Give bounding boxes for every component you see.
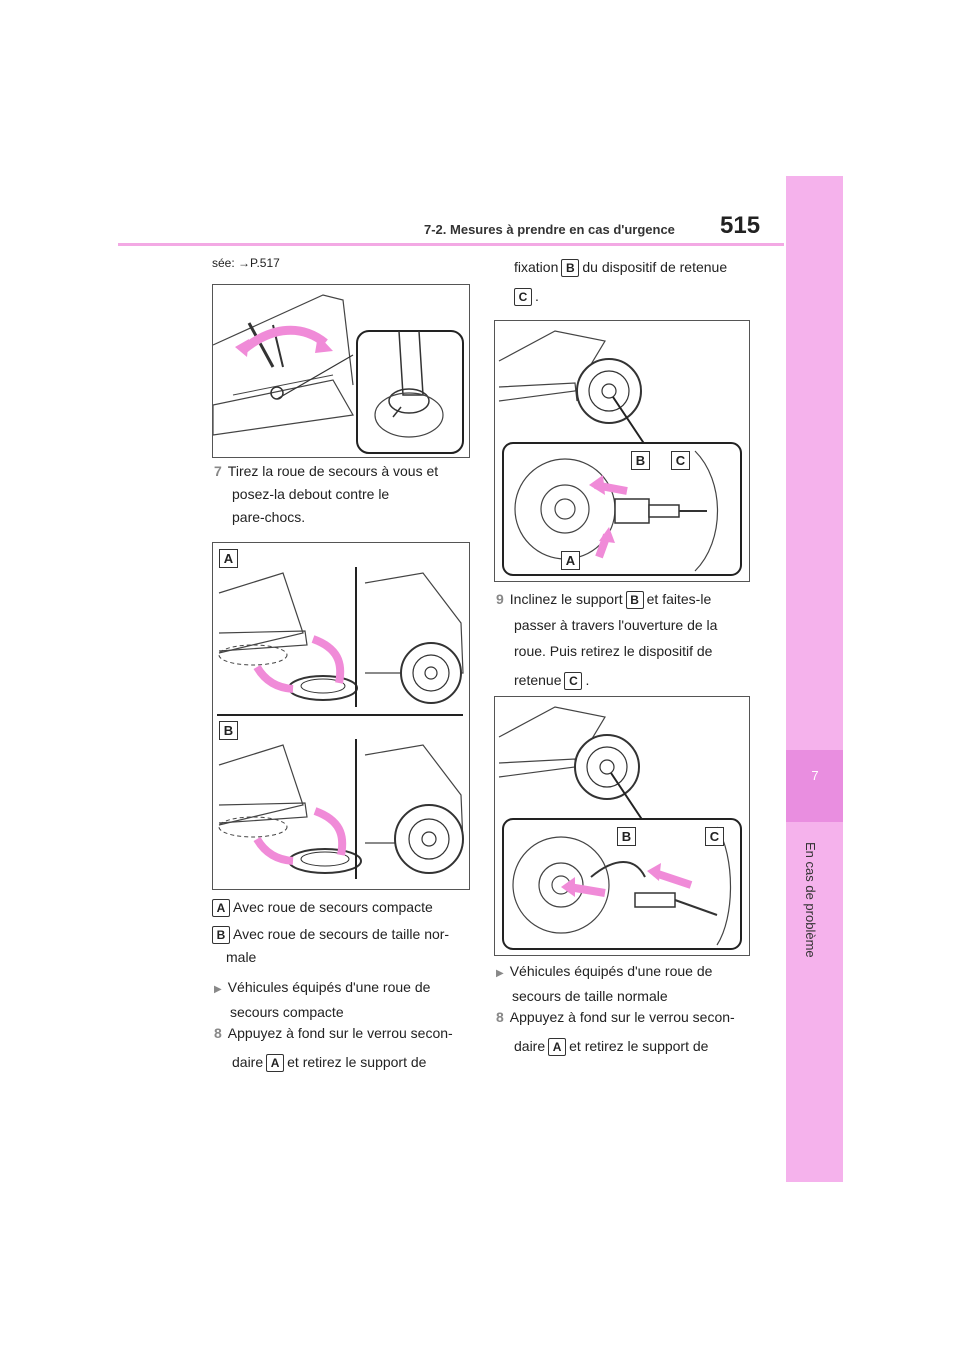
label-c: C [514, 288, 532, 307]
label-a: A [212, 899, 230, 918]
label-a: A [548, 1038, 567, 1057]
label-b: B [212, 926, 230, 945]
figure-spare-tire-removal: A B [212, 542, 470, 890]
section-title: 7-2. Mesures à prendre en cas d'urgence [424, 222, 675, 237]
chapter-number-tab [786, 750, 843, 822]
chapter-side-tab [786, 176, 843, 1182]
step-number: 7 [214, 463, 222, 479]
figure-label-c: C [671, 451, 690, 470]
figure-label-c: C [705, 827, 724, 846]
illustration-trunk-jack [213, 285, 469, 457]
label-b: B [561, 259, 580, 278]
figure-label-b: B [219, 721, 238, 740]
figure-label-a: A [219, 549, 238, 568]
page-number: 515 [720, 212, 761, 239]
figure-jack-removal [212, 284, 470, 458]
bullet-triangle-icon: ▶ [496, 968, 504, 979]
figure-label-b: B [617, 827, 636, 846]
illustration-spare-tire [217, 567, 464, 879]
label-b: B [625, 591, 644, 610]
figure-label-b: B [631, 451, 650, 470]
chapter-number: 7 [811, 768, 819, 783]
figure-support-removal: B C A [494, 320, 750, 582]
bullet-normal-spare: ▶Véhicules équipés d'une roue de secours… [496, 963, 713, 1004]
reference-text: sée: →P.517 [212, 256, 280, 270]
figure-support-removal-normal: B C [494, 696, 750, 956]
figure-label-a: A [561, 551, 580, 570]
bullet-triangle-icon: ▶ [214, 984, 222, 995]
label-c: C [564, 672, 583, 691]
header-rule [118, 243, 784, 246]
bullet-compact-spare: ▶Véhicules équipés d'une roue de secours… [214, 979, 431, 1020]
illustration-support-release-normal [498, 706, 742, 950]
illustration-support-release [498, 330, 742, 576]
label-a: A [266, 1054, 285, 1073]
chapter-title: En cas de problème [803, 842, 818, 958]
